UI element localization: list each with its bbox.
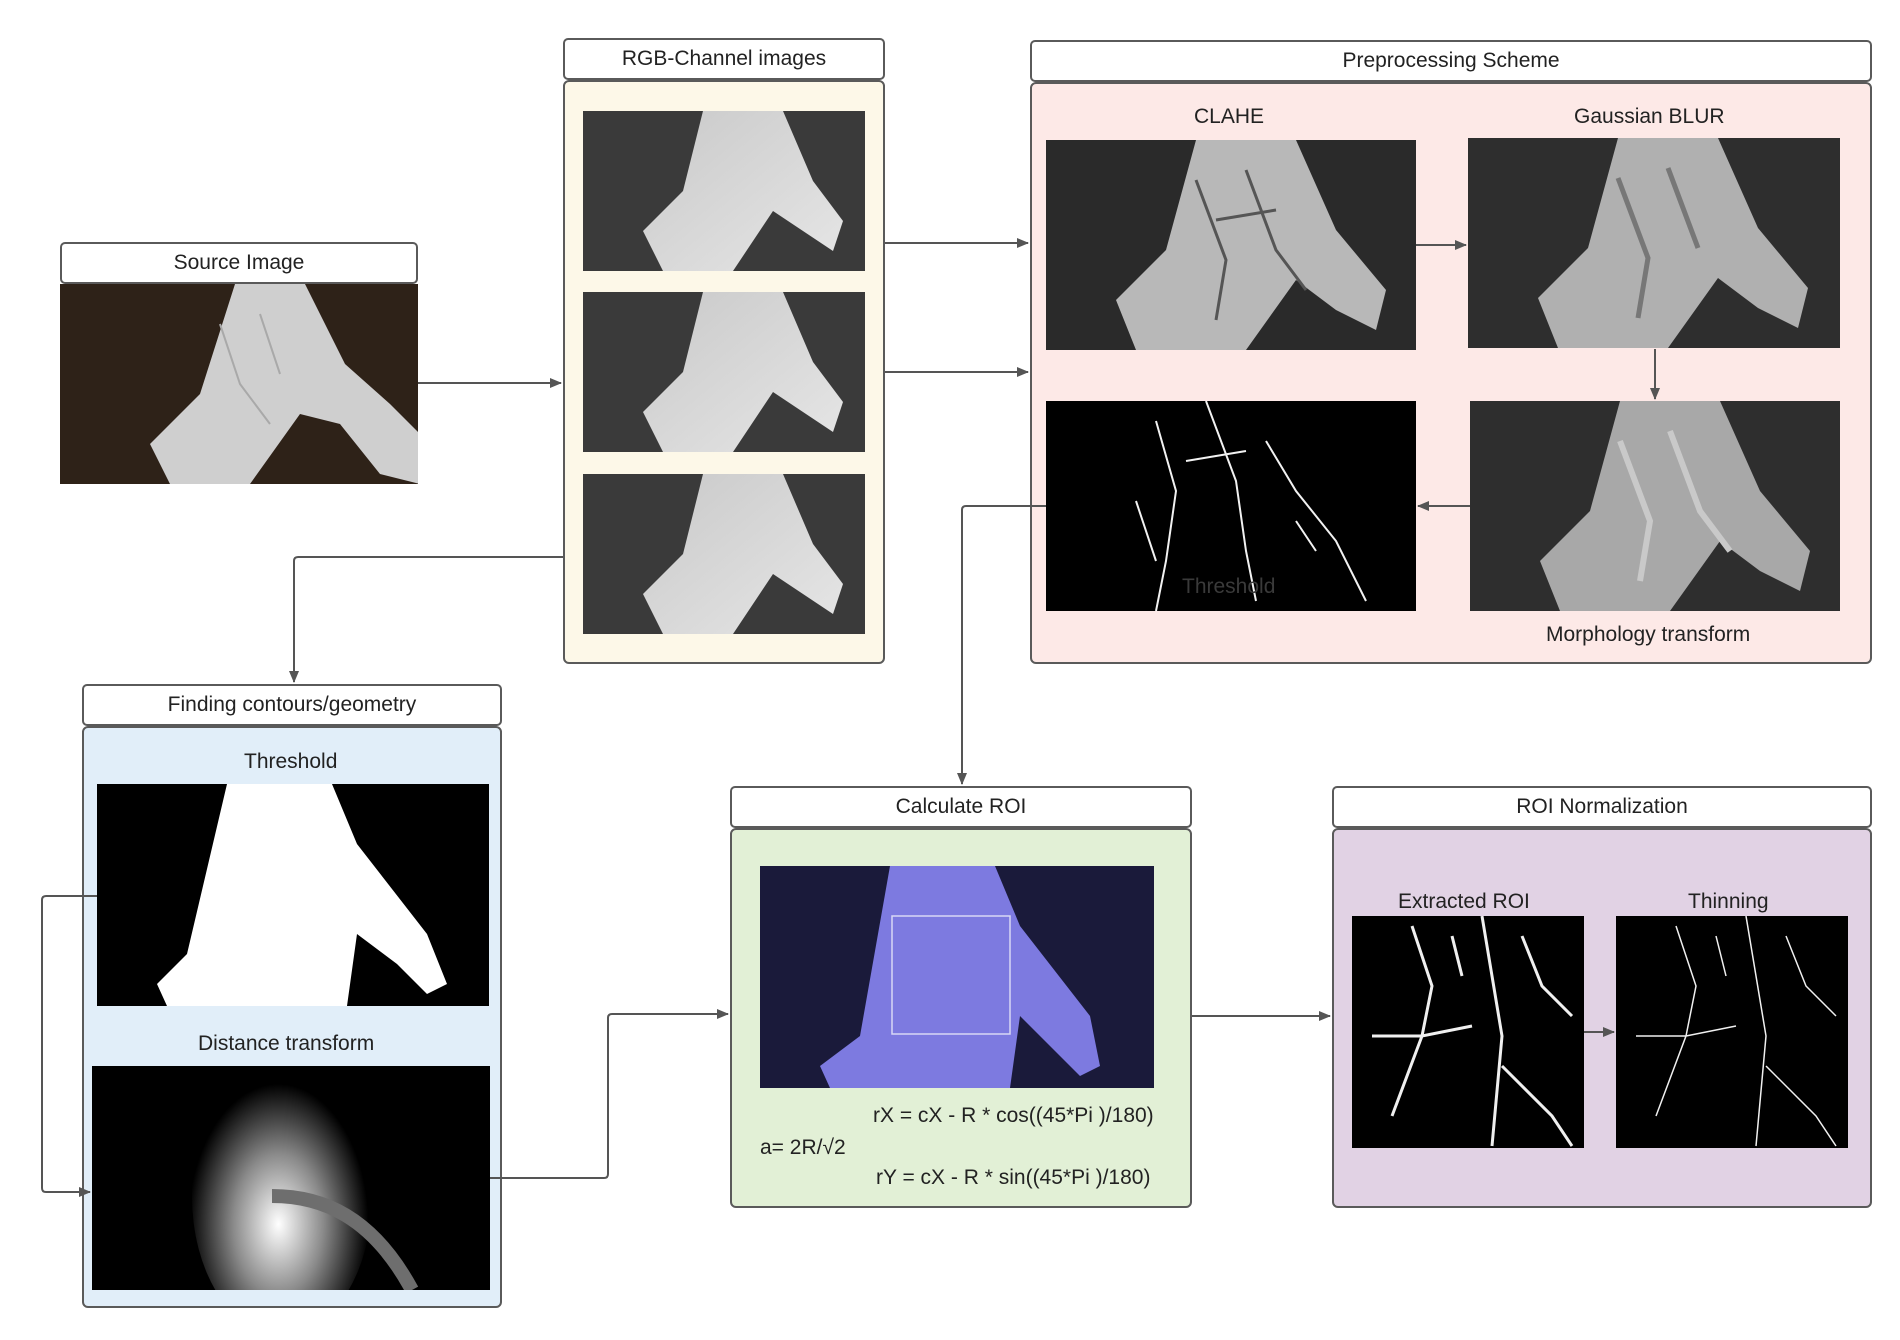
roi-hand-image	[760, 866, 1154, 1088]
gaussian-image	[1468, 138, 1840, 348]
clahe-label: CLAHE	[1194, 105, 1265, 128]
arrow-distance-to-roi	[490, 1009, 729, 1179]
rgb-channel-image-3	[583, 474, 865, 634]
rgb-channel-image-1	[583, 111, 865, 271]
rgb-channel-header: RGB-Channel images	[563, 38, 885, 80]
threshold-vein-image	[1046, 401, 1416, 611]
morphology-image	[1470, 401, 1840, 611]
gaussian-label: Gaussian BLUR	[1574, 105, 1725, 128]
extracted-roi-label: Extracted ROI	[1398, 890, 1530, 913]
contour-threshold-label: Threshold	[244, 750, 338, 773]
contour-threshold-image	[97, 784, 489, 1006]
rgb-channel-image-2	[583, 292, 865, 452]
arrow-threshold-to-distance	[41, 895, 97, 1197]
rgb-channel-title: RGB-Channel images	[621, 47, 827, 70]
arrow-rgb-to-contours	[289, 556, 563, 683]
roi-normalization-header: ROI Normalization	[1332, 786, 1872, 828]
preprocessing-header: Preprocessing Scheme	[1030, 40, 1872, 82]
preprocessing-title: Preprocessing Scheme	[1342, 49, 1560, 72]
contours-header: Finding contours/geometry	[82, 684, 502, 726]
source-image	[60, 284, 418, 484]
extracted-roi-image	[1352, 916, 1584, 1148]
formula-rx: rX = cX - R * cos((45*Pi )/180)	[873, 1104, 1154, 1127]
thinning-label: Thinning	[1688, 890, 1769, 913]
calculate-roi-header: Calculate ROI	[730, 786, 1192, 828]
morphology-label: Morphology transform	[1546, 623, 1751, 646]
formula-a: a= 2R/√2	[760, 1136, 846, 1159]
arrow-threshold-to-roi	[957, 505, 1046, 785]
formula-ry: rY = cX - R * sin((45*Pi )/180)	[876, 1166, 1151, 1189]
calculate-roi-title: Calculate ROI	[895, 795, 1027, 818]
distance-transform-image	[92, 1066, 490, 1290]
threshold-vein-label: Threshold	[1182, 575, 1276, 598]
thinning-image	[1616, 916, 1848, 1148]
clahe-image	[1046, 140, 1416, 350]
source-image-title: Source Image	[173, 251, 305, 274]
roi-normalization-title: ROI Normalization	[1516, 795, 1688, 818]
source-image-header: Source Image	[60, 242, 418, 284]
distance-transform-label: Distance transform	[198, 1032, 375, 1055]
contours-title: Finding contours/geometry	[167, 693, 417, 716]
